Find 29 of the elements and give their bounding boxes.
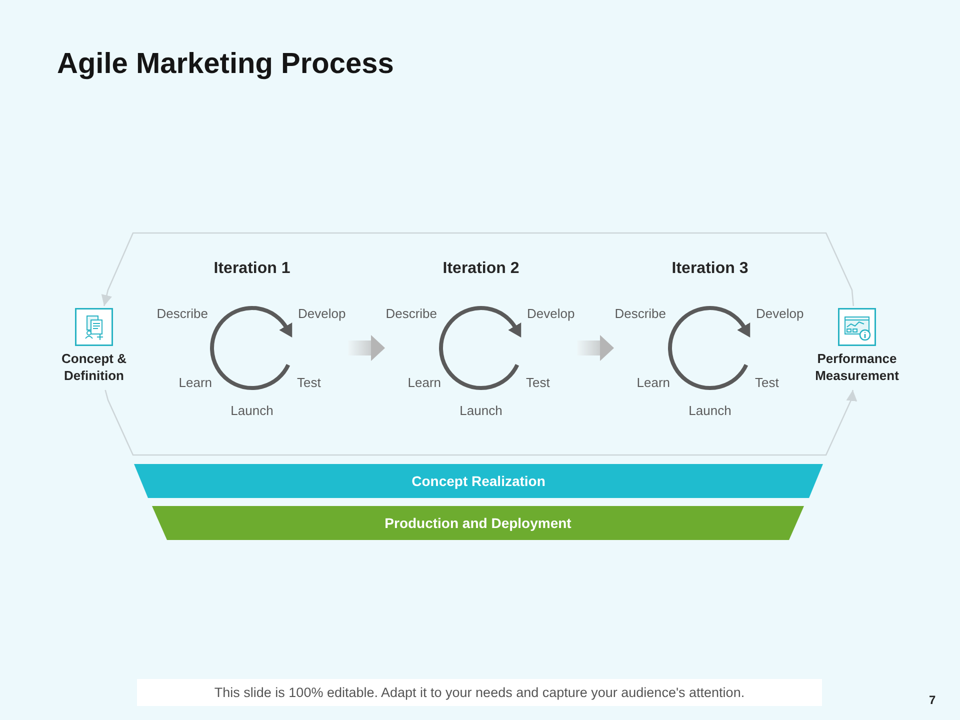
step-label: Test: [297, 375, 321, 391]
step-label: Learn: [408, 375, 441, 391]
slide-title: Agile Marketing Process: [57, 47, 394, 82]
arrow: [104, 390, 858, 456]
footer-note: This slide is 100% editable. Adapt it to your needs and capture your audience's attention.: [137, 679, 822, 706]
step-label: Launch: [230, 403, 274, 419]
step-label: Develop: [527, 306, 575, 322]
step-label: Describe: [386, 306, 437, 322]
block-arrow: [577, 335, 614, 361]
step-label: Launch: [688, 403, 732, 419]
step-label: Describe: [156, 306, 208, 322]
node-label: Performance Measurement: [814, 350, 900, 384]
step-label: Test: [755, 375, 779, 391]
step-label: Test: [526, 375, 550, 391]
band-label: Production and Deployment: [384, 514, 572, 532]
step-label: Describe: [614, 306, 666, 322]
arrow: [101, 232, 854, 306]
step-label: Learn: [178, 375, 212, 391]
step-label: Learn: [636, 375, 670, 391]
step-label: Develop: [756, 306, 804, 322]
node-label: Concept & Definition: [60, 350, 128, 384]
block-arrow: [348, 335, 385, 361]
step-label: Launch: [460, 403, 502, 419]
step-label: Develop: [298, 306, 346, 322]
iteration-title: Iteration 2: [442, 259, 520, 279]
page-number: 7: [929, 693, 936, 707]
band-label: Concept Realization: [412, 472, 546, 490]
iteration-title: Iteration 1: [214, 259, 290, 279]
iteration-title: Iteration 3: [672, 259, 748, 279]
